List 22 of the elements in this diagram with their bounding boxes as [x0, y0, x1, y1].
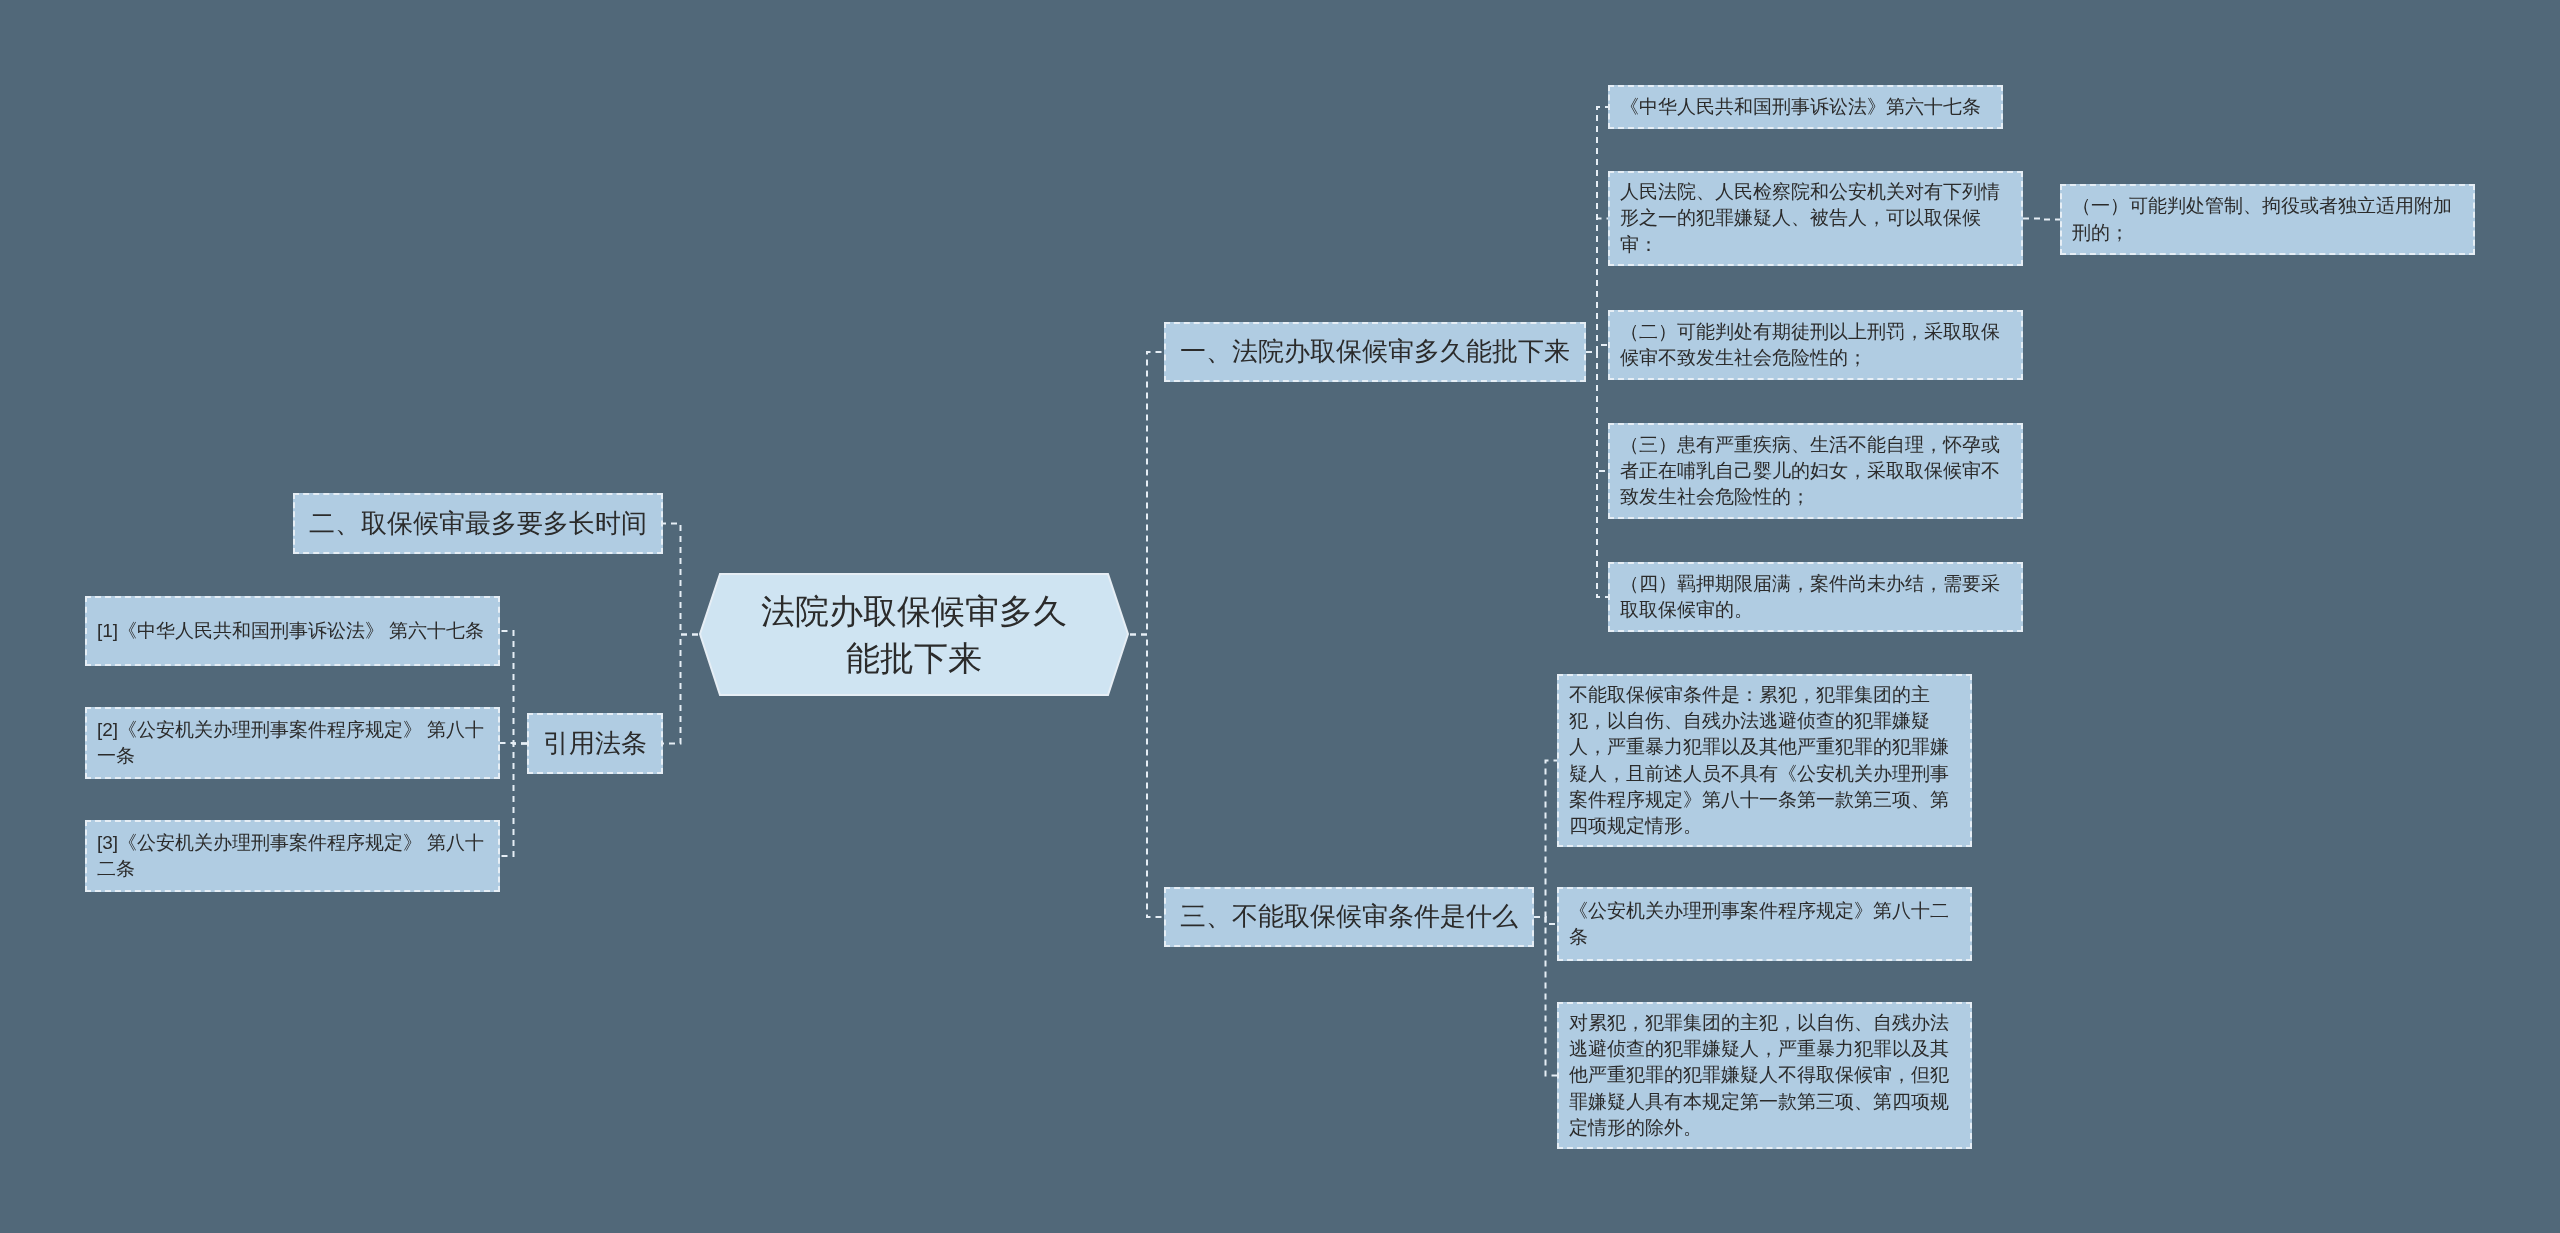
connector-line	[1533, 916, 1558, 1077]
topic-box: 三、不能取保候审条件是什么	[1164, 887, 1534, 947]
topic-box: 引用法条	[527, 713, 663, 774]
subtopic-box: 不能取保候审条件是：累犯，犯罪集团的主犯，以自伤、自残办法逃避侦查的犯罪嫌疑人，严重暴力犯罪以及其他严重犯罪的犯罪嫌疑人，且前述人员不具有《公安机关办理刑事案件程序规定》第八十一条第一款第三项、第四项规定情形。	[1557, 674, 1972, 848]
connector-line	[2022, 217, 2061, 221]
subtopic-box: （三）患有严重疾病、生活不能自理，怀孕或者正在哺乳自己婴儿的妇女，采取取保候审不致发生社会危险性的；	[1608, 423, 2023, 519]
subtopic-box: 对累犯，犯罪集团的主犯，以自伤、自残办法逃避侦查的犯罪嫌疑人，严重暴力犯罪以及其他严重犯罪的犯罪嫌疑人不得取保候审，但犯罪嫌疑人具有本规定第一款第三项、第四项规定情形的除外。	[1557, 1002, 1972, 1150]
subtopic-box: [1]《中华人民共和国刑事诉讼法》 第六十七条	[85, 596, 500, 666]
connector-line	[1129, 633, 1165, 918]
connector-line	[499, 742, 528, 857]
subtopic-box: 人民法院、人民检察院和公安机关对有下列情形之一的犯罪嫌疑人、被告人，可以取保候审：	[1608, 171, 2023, 266]
connector-line	[1585, 351, 1609, 598]
topic-box: 二、取保候审最多要多长时间	[293, 493, 663, 554]
subtopic-box: （四）羁押期限届满，案件尚未办结，需要采取取保候审的。	[1608, 562, 2023, 632]
topic-box: 一、法院办取保候审多久能批下来	[1164, 322, 1586, 382]
subtopic-box: 《公安机关办理刑事案件程序规定》第八十二条	[1557, 887, 1972, 961]
subtopic-box: （二）可能判处有期徒刑以上刑罚，采取取保候审不致发生社会危险性的；	[1608, 310, 2023, 380]
central-topic-hexagon: 法院办取保候审多久能批下来	[698, 572, 1130, 697]
subtopic-box: （一）可能判处管制、拘役或者独立适用附加刑的；	[2060, 184, 2475, 255]
subtopic-box: 《中华人民共和国刑事诉讼法》第六十七条	[1608, 85, 2003, 129]
subtopic-box: [3]《公安机关办理刑事案件程序规定》 第八十二条	[85, 820, 500, 892]
subtopic-box: [2]《公安机关办理刑事案件程序规定》 第八十一条	[85, 707, 500, 779]
